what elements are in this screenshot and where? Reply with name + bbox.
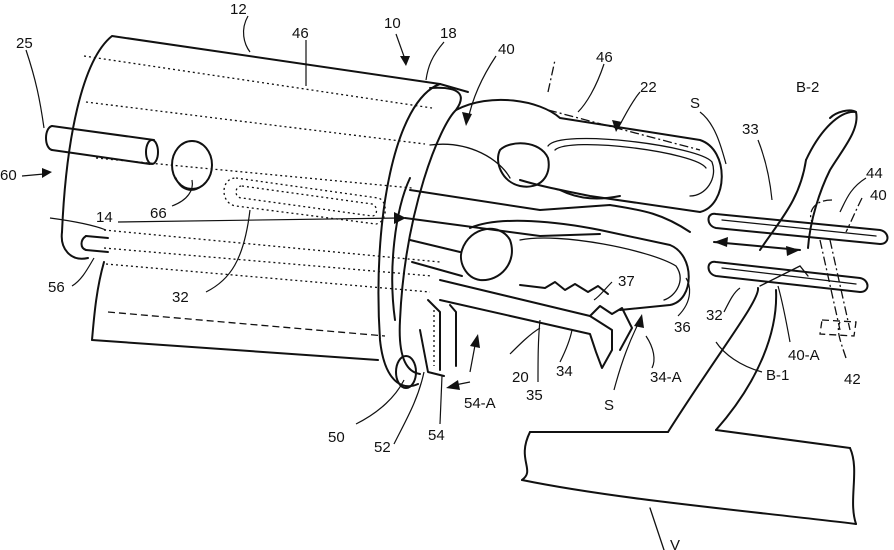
lower-jaw [410,221,689,368]
label-56: 56 [48,279,65,296]
label-22: 22 [640,79,657,96]
label-40-A: 40-A [788,347,820,364]
label-36: 36 [674,319,691,336]
label-66: 66 [150,205,167,222]
label-50: 50 [328,429,345,446]
label-12: 12 [230,1,247,18]
slot-32 [224,178,385,224]
label-32-a: 32 [172,289,189,306]
label-46-b: 46 [596,49,613,66]
label-54-A: 54-A [464,395,496,412]
label-46-a: 46 [292,25,309,42]
housing-body [62,36,440,360]
rod-lower [82,236,109,252]
label-37: 37 [618,273,635,290]
label-52: 52 [374,439,391,456]
label-b-2: B-2 [796,79,819,96]
label-34-A: 34-A [650,369,682,386]
label-40-b: 40 [870,187,887,204]
label-v: V [670,537,680,550]
label-34: 34 [556,363,573,380]
label-33: 33 [742,121,759,138]
label-18: 18 [440,25,457,42]
label-20: 20 [512,369,529,386]
label-s-lower: S [604,397,614,414]
latch-52-54 [420,300,456,376]
label-44: 44 [866,165,883,182]
label-54: 54 [428,427,445,444]
label-25: 25 [16,35,33,52]
shaft-14 [405,190,690,236]
label-b-1: B-1 [766,367,789,384]
label-60: 60 [0,167,17,184]
label-14: 14 [96,209,113,226]
label-s-upper: S [690,95,700,112]
clips [709,214,888,336]
label-40-a: 40 [498,41,515,58]
label-10: 10 [384,15,401,32]
upper-jaw [430,60,722,212]
label-32-b: 32 [706,307,723,324]
label-42: 42 [844,371,861,388]
label-35: 35 [526,387,543,404]
